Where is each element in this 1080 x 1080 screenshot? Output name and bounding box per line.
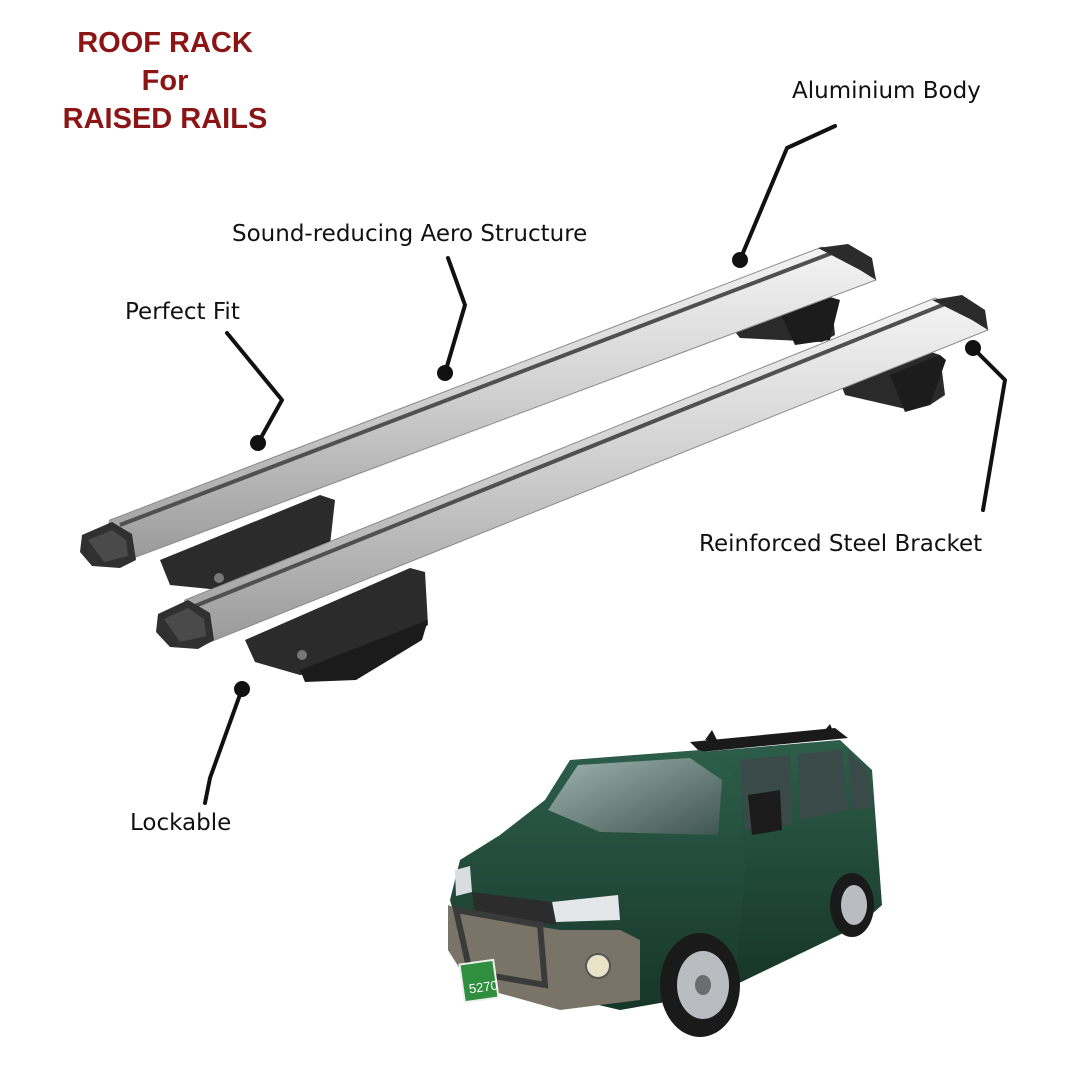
leader-dot-lockable <box>234 681 250 697</box>
van-license-plate-number: 5270 <box>468 978 499 997</box>
front-crossbar-left-endcap <box>156 600 214 649</box>
title-line-3: RAISED RAILS <box>62 103 268 135</box>
van-roof-rack <box>690 728 848 752</box>
callout-steel-bracket: Reinforced Steel Bracket <box>699 531 983 557</box>
van-bullbar <box>452 906 549 989</box>
callout-lockable: Lockable <box>130 810 232 836</box>
callout-aluminium-body: Aluminium Body <box>792 78 981 104</box>
van-windshield <box>548 758 722 835</box>
van-side-mirror <box>748 790 782 835</box>
van-wheel-rear <box>830 873 874 937</box>
van-headlight-right <box>552 895 620 922</box>
van-license-plate <box>458 958 500 1004</box>
product-title: ROOF RACK For RAISED RAILS <box>40 24 290 138</box>
van-wheel-front <box>660 933 740 1037</box>
leader-perfect-fit <box>225 331 284 445</box>
title-line-1: ROOF RACK <box>77 27 253 59</box>
van-side-window-rear <box>848 752 872 810</box>
callout-perfect-fit: Perfect Fit <box>125 299 240 325</box>
van-headlight-left <box>455 866 472 896</box>
leader-aero-structure <box>443 256 467 375</box>
front-crossbar-groove <box>194 302 946 608</box>
title-line-2: For <box>141 65 189 97</box>
van-illustration: 5270 <box>448 724 882 1037</box>
rear-crossbar-right-endcap <box>818 244 876 280</box>
leader-lockable <box>203 687 244 805</box>
front-crossbar-right-endcap <box>932 295 988 330</box>
leader-dot-aluminium-body <box>732 252 748 268</box>
rear-crossbar-left-endcap <box>80 522 136 568</box>
front-crossbar-left-bracket <box>245 568 428 682</box>
leader-dot-steel-bracket <box>965 340 981 356</box>
rear-crossbar-groove <box>119 251 833 527</box>
leader-dot-aero-structure <box>437 365 453 381</box>
front-crossbar-right-bracket <box>840 350 946 412</box>
van-side-window-mid <box>798 750 848 820</box>
callout-aero-structure: Sound-reducing Aero Structure <box>232 221 588 247</box>
front-crossbar <box>156 295 989 682</box>
van-fog-light <box>585 953 611 979</box>
leader-dot-perfect-fit <box>250 435 266 451</box>
leader-aluminium-body <box>738 124 837 262</box>
leader-steel-bracket <box>971 346 1007 512</box>
